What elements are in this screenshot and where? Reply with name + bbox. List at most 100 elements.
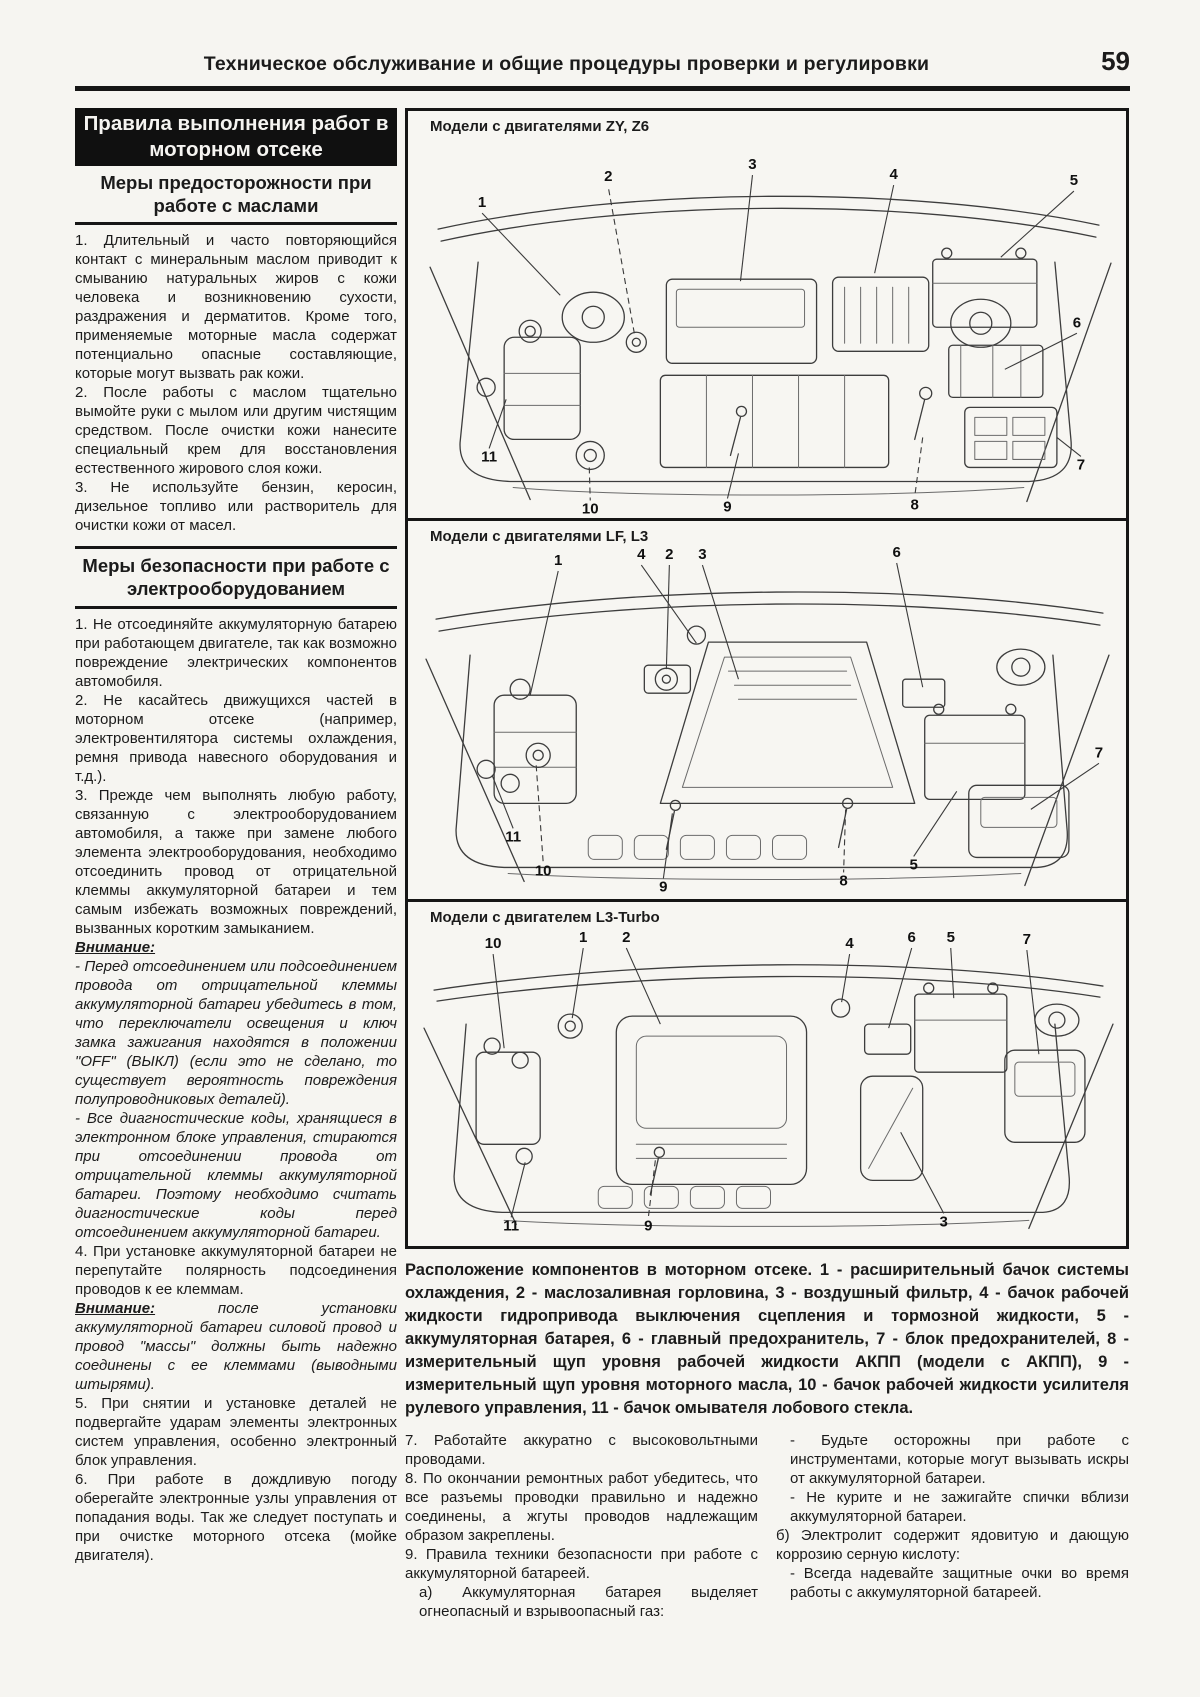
callout-number: 7: [1077, 456, 1085, 473]
callout-number: 9: [644, 1217, 652, 1234]
callout-number: 10: [582, 501, 599, 518]
callout-number: 7: [1023, 931, 1031, 948]
callout-leader-line: [481, 212, 561, 296]
diagram-panel-l3-turbo: Модели с двигателем L3-Turbo: [405, 899, 1129, 1250]
figure-caption: Расположение компонентов в моторном отсе…: [405, 1261, 1129, 1418]
callout-number: 2: [604, 168, 612, 185]
callout-leader-line: [625, 947, 661, 1025]
diagram-column: Модели с двигателями ZY, Z6: [405, 108, 1129, 1621]
callout-leader-line: [874, 184, 895, 274]
paragraph: 2. Не касайтесь движущихся частей в мото…: [75, 692, 397, 785]
callout-leader-line: [701, 564, 739, 679]
callout-leader-line: [510, 1162, 526, 1218]
callout-number: 10: [485, 935, 502, 952]
engine-bay-art: [429, 195, 1112, 503]
paragraph: а) Аккумуляторная батарея выделяет огнео…: [419, 1584, 758, 1621]
callout-number: 11: [503, 1217, 519, 1234]
paragraph: 6. При работе в дождливую погоду оберега…: [75, 1471, 397, 1564]
callout-number: 4: [845, 935, 854, 952]
chapter-box-title: Правила выполнения работ в моторном отсе…: [75, 108, 397, 166]
callout-leader-line: [492, 953, 505, 1049]
callout-number: 3: [748, 156, 756, 173]
paragraph: 3. Не используйте бензин, керосин, дизел…: [75, 479, 397, 534]
callout-number: 11: [481, 448, 497, 465]
attention-label: Внимание:: [75, 1300, 156, 1317]
bottom-right-column: - Будьте осторожны при работе с инструме…: [776, 1431, 1129, 1621]
callout-number: 9: [723, 499, 731, 516]
attention-item: - Перед отсоединением или подсоединением…: [75, 958, 397, 1108]
page-header: Техническое обслуживание и общие процеду…: [75, 46, 1130, 91]
callout-number: 8: [839, 872, 847, 889]
callout-number: 4: [637, 547, 646, 563]
callout-number: 1: [579, 929, 587, 946]
callout-leader-line: [950, 947, 955, 999]
callout-number: 3: [940, 1213, 948, 1230]
callout-number: 1: [478, 194, 486, 211]
paragraph: 4. При установке аккумуляторной батареи …: [75, 1243, 397, 1298]
callout-number: 1: [554, 552, 562, 569]
page-header-title: Техническое обслуживание и общие процеду…: [203, 53, 930, 75]
callout-number: 2: [665, 547, 673, 563]
heading-oils-safety: Меры предосторожности при работе с масла…: [75, 171, 397, 225]
callout-leader-line: [529, 570, 559, 695]
callout-number: 11: [505, 828, 521, 845]
paragraph: 3. Прежде чем выполнять любую работу, св…: [75, 787, 397, 937]
paragraph: 7. Работайте аккуратно с высоковольтными…: [405, 1432, 758, 1469]
callout-number: 6: [1073, 314, 1081, 331]
paragraph: 5. При снятии и установке деталей не под…: [75, 1395, 397, 1469]
callout-leader-line: [665, 564, 670, 669]
paragraph: - Всегда надевайте защитные очки во врем…: [790, 1565, 1129, 1602]
engine-bay-art: [423, 964, 1114, 1230]
callout-leader-line: [640, 564, 697, 643]
paragraph: 9. Правила техники безопасности при рабо…: [405, 1546, 758, 1583]
callout-leader-line: [726, 453, 739, 499]
callout-leader-line: [913, 790, 958, 857]
diagram-panel-zy-z6: Модели с двигателями ZY, Z6: [405, 108, 1129, 521]
attention-note: Внимание: после установки аккумуляторной…: [75, 1299, 397, 1394]
callout-leader-line: [1030, 762, 1100, 810]
diagram-title: Модели с двигателем L3-Turbo: [430, 909, 660, 926]
paragraph: 2. После работы с маслом тщательно вымой…: [75, 384, 397, 477]
engine-bay-art: [425, 590, 1110, 886]
left-text-column: Правила выполнения работ в моторном отсе…: [75, 108, 397, 1565]
callout-number: 7: [1095, 744, 1103, 761]
callout-leader-line: [914, 437, 924, 497]
callout-number: 9: [659, 878, 667, 895]
callout-leader-line: [900, 1132, 945, 1214]
callout-leader-line: [491, 774, 514, 829]
callout-leader-line: [739, 174, 754, 282]
diagram-panel-lf-l3: Модели с двигателями LF, L3: [405, 517, 1129, 902]
callout-leader-line: [1026, 949, 1040, 1055]
bottom-two-columns: 7. Работайте аккуратно с высоковольтными…: [405, 1431, 1129, 1621]
callout-leader-line: [535, 764, 544, 862]
callout-number: 2: [622, 929, 630, 946]
attention-label: Внимание:: [75, 939, 156, 956]
engine-bay-diagram-l3-turbo: 10 1 2 4 6 5 7 11 9 3: [423, 929, 1114, 1234]
attention-text: после установки аккумуляторной батареи с…: [75, 1300, 397, 1393]
heading-electrical-safety: Меры безопасности при работе с электрооб…: [75, 546, 397, 609]
callout-leader-line: [607, 186, 635, 334]
callout-leader-line: [662, 812, 673, 879]
attention-item: - Все диагностические коды, хранящиеся в…: [75, 1110, 397, 1241]
electrical-safety-text: 1. Не отсоединяйте аккумуляторную батаре…: [75, 615, 397, 1565]
page-number: 59: [1101, 46, 1130, 76]
callout-leader-line: [888, 947, 913, 1029]
callout-leader-line: [588, 467, 591, 501]
callout-leader-line: [1056, 436, 1082, 457]
callout-leader-line: [488, 399, 507, 449]
paragraph: б) Электролит содержит ядовитую и дающую…: [776, 1527, 1129, 1564]
callout-number: 4: [889, 166, 898, 183]
diagram-title: Модели с двигателями ZY, Z6: [430, 118, 650, 135]
bottom-left-column: 7. Работайте аккуратно с высоковольтными…: [405, 1431, 758, 1621]
paragraph: - Будьте осторожны при работе с инструме…: [790, 1432, 1129, 1488]
callout-number: 6: [908, 929, 916, 946]
paragraph: 1. Не отсоединяйте аккумуляторную батаре…: [75, 616, 397, 690]
callout-number: 5: [947, 929, 955, 946]
callout-number: 3: [698, 547, 706, 563]
paragraph: 8. По окончании ремонтных работ убедитес…: [405, 1470, 758, 1545]
paragraph: - Не курите и не зажигайте спички вблизи…: [790, 1489, 1129, 1526]
callout-number: 5: [1070, 172, 1078, 189]
